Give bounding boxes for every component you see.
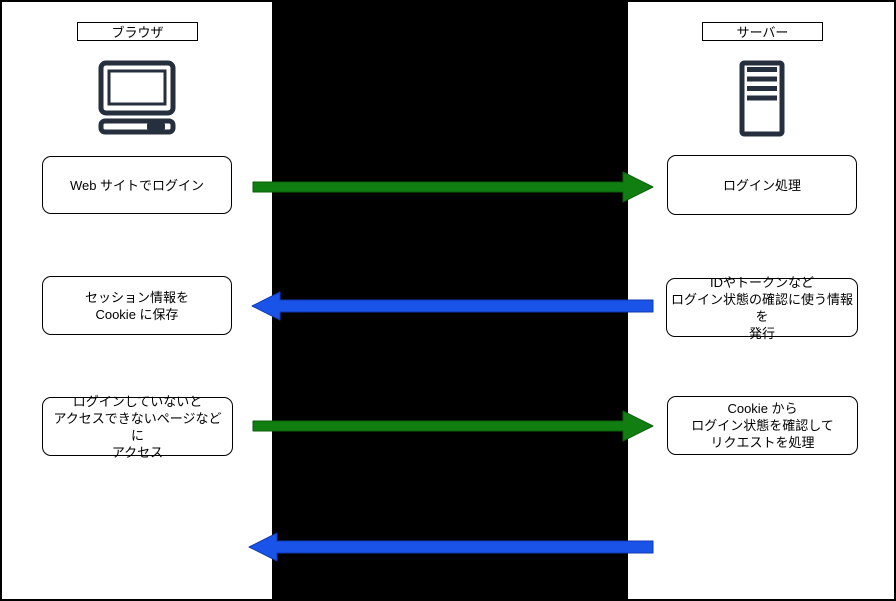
browser-step-3-box: ログインしていないと アクセスできないページなどに アクセス (42, 394, 233, 460)
server-step-2-line-2: ログイン状態の確認に使う情報を (671, 291, 854, 324)
server-step-3-line-2: ログイン状態を確認して (691, 418, 834, 433)
browser-step-3-line-3: アクセス (111, 444, 164, 460)
server-step-1-box: ログイン処理 (667, 155, 857, 215)
browser-step-2-box: セッション情報を Cookie に保存 (42, 276, 232, 335)
server-label-text: サーバー (736, 25, 789, 40)
browser-step-3-line-2: アクセスできないページなどに (53, 410, 222, 443)
computer-icon (98, 60, 176, 135)
server-step-3-line-3: リクエストを処理 (710, 435, 815, 450)
browser-step-2-line-1: セッション情報を (84, 289, 189, 305)
browser-label-text: ブラウザ (111, 25, 164, 40)
server-step-3-line-1: Cookie から (727, 401, 798, 416)
browser-step-2-line-2: Cookie に保存 (95, 306, 179, 322)
browser-step-3-line-1: ログインしていないと (72, 393, 203, 409)
server-step-3-box: Cookie から ログイン状態を確認して リクエストを処理 (667, 396, 858, 455)
browser-step-1-line-1: Web サイトでログイン (69, 177, 205, 193)
redaction-band (272, 2, 628, 599)
browser-label-box: ブラウザ (77, 22, 198, 41)
server-icon (739, 60, 785, 137)
server-step-1-line-1: ログイン処理 (722, 177, 801, 193)
server-step-2-line-1: IDやトークンなど (709, 274, 814, 290)
server-step-2-line-3: 発行 (748, 325, 775, 341)
browser-step-1-box: Web サイトでログイン (42, 156, 232, 214)
server-label-box: サーバー (702, 22, 823, 41)
server-step-2-box: IDやトークンなど ログイン状態の確認に使う情報を 発行 (666, 275, 858, 341)
